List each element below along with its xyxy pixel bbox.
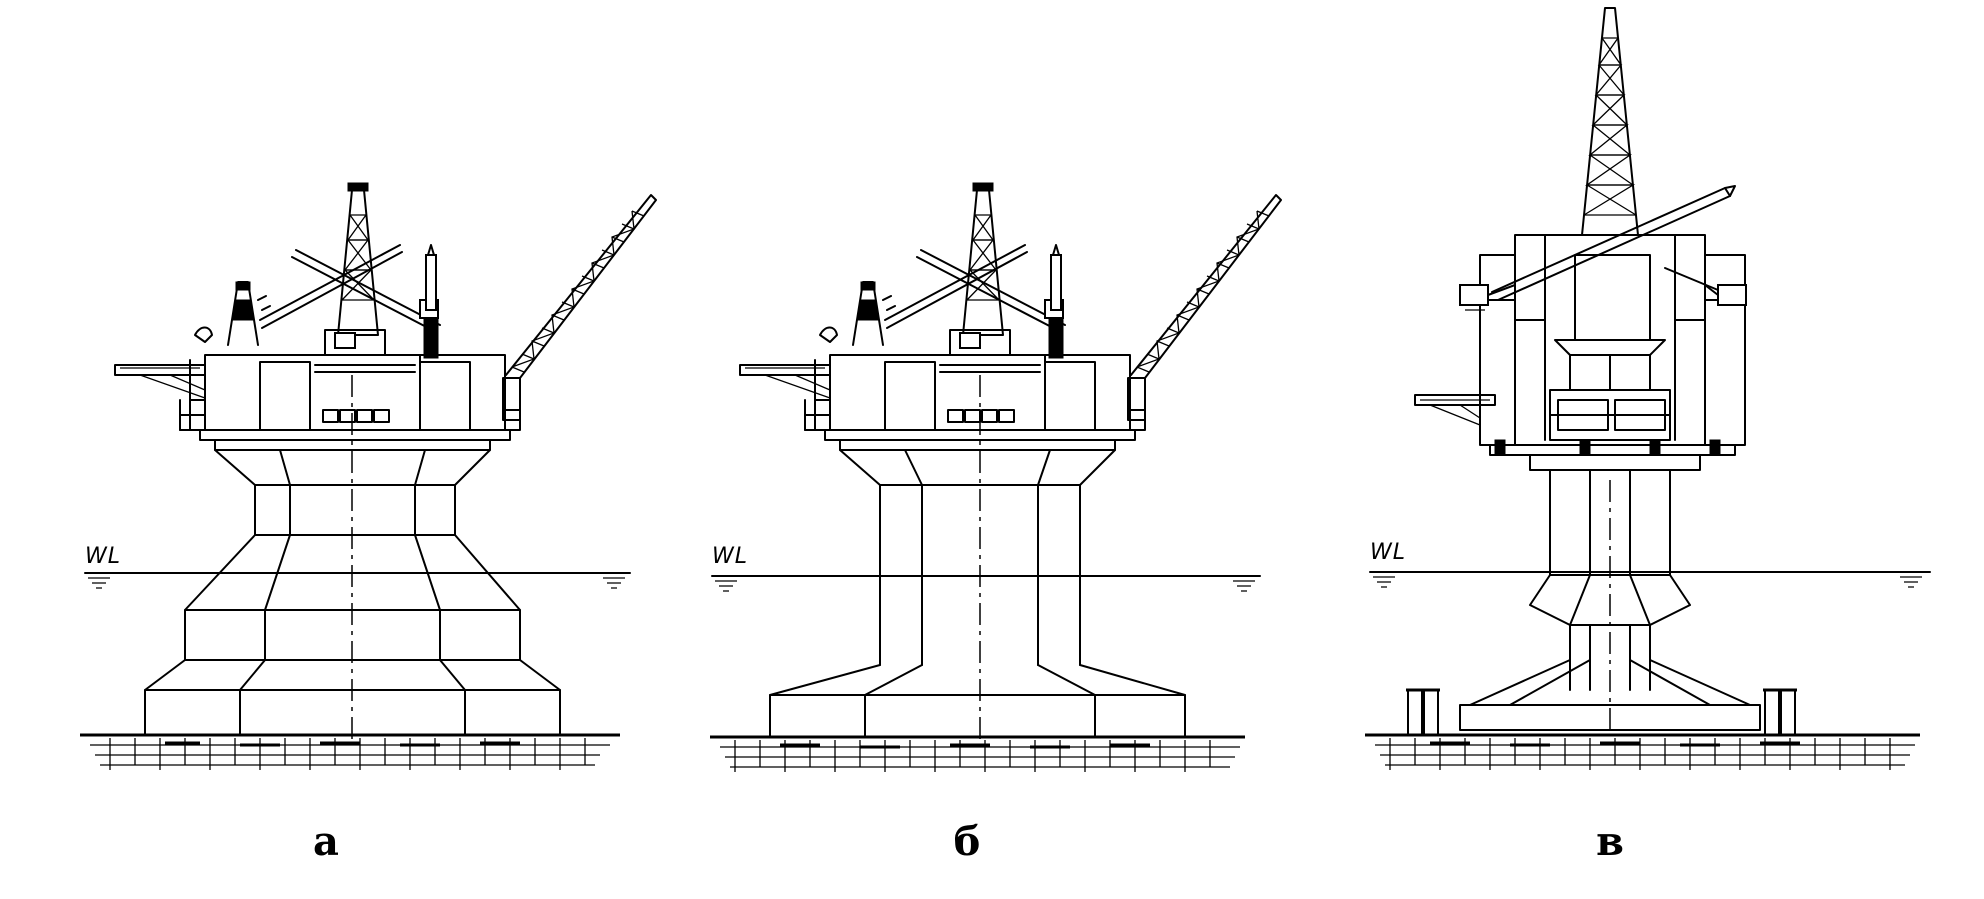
panel-a: WL а: [0, 0, 660, 899]
superstructure-c: [1479, 234, 1746, 456]
substructure-a: [144, 375, 561, 740]
column-c: [1459, 454, 1761, 735]
crossed-booms-a: [259, 244, 441, 333]
seabed-a: [80, 733, 620, 770]
derrick-c: [1581, 7, 1639, 236]
panel-b: WL б: [660, 0, 1320, 899]
long-boom-c: [1491, 185, 1736, 301]
deck-a: [179, 329, 521, 441]
seabed-b: [710, 735, 1245, 772]
small-derrick-a: [227, 281, 271, 346]
side-crane-right-c: [1664, 267, 1747, 306]
waterline-c: [1369, 571, 1931, 588]
caption-c: в: [1596, 818, 1624, 865]
derrick-b: [962, 182, 1004, 336]
crossed-booms-b: [884, 244, 1066, 333]
caption-a: а: [313, 818, 339, 865]
flare-stack-b: [1048, 244, 1064, 359]
piles-c: [1406, 688, 1797, 736]
crane-boom-a: [502, 194, 657, 421]
platform-a-drawing: [80, 182, 657, 770]
waterline-label-c: WL: [1370, 540, 1407, 565]
waterline-label-b: WL: [712, 544, 749, 569]
panel-c: WL в: [1320, 0, 1984, 899]
deck-b: [804, 329, 1146, 441]
side-crane-left-c: [1459, 284, 1516, 311]
small-derrick-b: [852, 281, 896, 346]
waterline-label-a: WL: [85, 544, 122, 569]
flare-stack-a: [423, 244, 439, 359]
platform-c-drawing: [1365, 7, 1931, 770]
caption-b: б: [953, 818, 981, 865]
derrick-a: [337, 182, 379, 336]
helideck-c: [1414, 394, 1496, 426]
platform-b-drawing: [710, 182, 1282, 772]
waterline-b: [711, 575, 1261, 592]
helideck-a: [114, 326, 213, 399]
helideck-b: [739, 326, 838, 399]
waterline-a: [84, 572, 631, 589]
crane-boom-b: [1127, 194, 1282, 421]
seabed-c: [1365, 733, 1920, 770]
